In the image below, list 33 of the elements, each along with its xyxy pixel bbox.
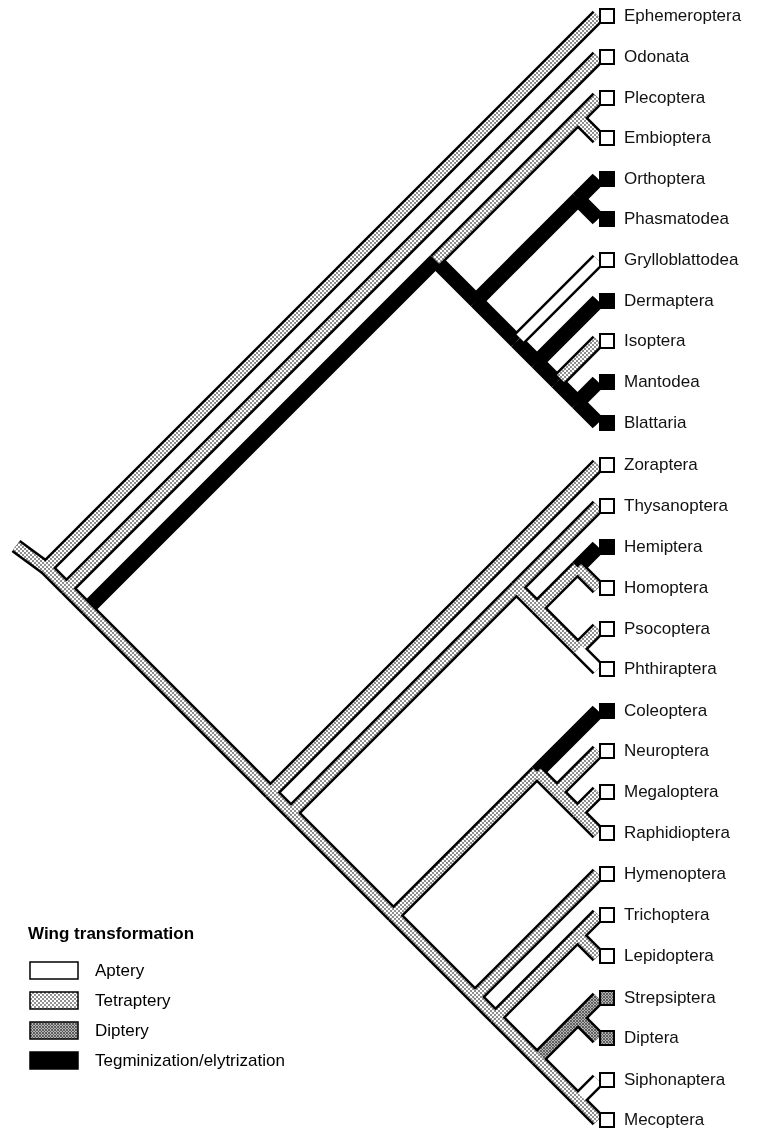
taxon-name: Lepidoptera [624, 946, 714, 966]
taxon-name: Mecoptera [624, 1110, 705, 1130]
taxon-name: Diptera [624, 1028, 679, 1048]
taxon-name: Phasmatodea [624, 209, 729, 229]
legend-label: Aptery [95, 961, 145, 981]
taxon-name: Ephemeroptera [624, 6, 742, 26]
taxon-name: Orthoptera [624, 169, 706, 189]
taxon-name: Grylloblattodea [624, 250, 739, 270]
taxon-name: Homoptera [624, 578, 709, 598]
taxon-name: Thysanoptera [624, 496, 728, 516]
taxon-name: Strepsiptera [624, 988, 716, 1008]
taxon-name: Plecoptera [624, 88, 706, 108]
taxon-name: Zoraptera [624, 455, 698, 475]
taxon-name: Hymenoptera [624, 864, 727, 884]
taxon-name: Dermaptera [624, 291, 714, 311]
taxon-name: Hemiptera [624, 537, 703, 557]
taxon-name: Blattaria [624, 413, 687, 433]
taxon-name: Megaloptera [624, 782, 719, 802]
legend-label: Tetraptery [95, 991, 171, 1011]
legend-label: Tegminization/elytrization [95, 1051, 285, 1071]
taxon-name: Odonata [624, 47, 690, 67]
taxon-name: Siphonaptera [624, 1070, 726, 1090]
legend-label: Diptery [95, 1021, 149, 1041]
taxon-name: Embioptera [624, 128, 711, 148]
taxon-name: Phthiraptera [624, 659, 717, 679]
taxon-name: Neuroptera [624, 741, 710, 761]
taxon-name: Mantodea [624, 372, 700, 392]
taxon-name: Trichoptera [624, 905, 710, 925]
taxon-name: Isoptera [624, 331, 686, 351]
taxon-name: Raphidioptera [624, 823, 730, 843]
legend-title: Wing transformation [28, 924, 195, 944]
taxon-name: Psocoptera [624, 619, 710, 639]
taxon-name: Coleoptera [624, 701, 708, 721]
